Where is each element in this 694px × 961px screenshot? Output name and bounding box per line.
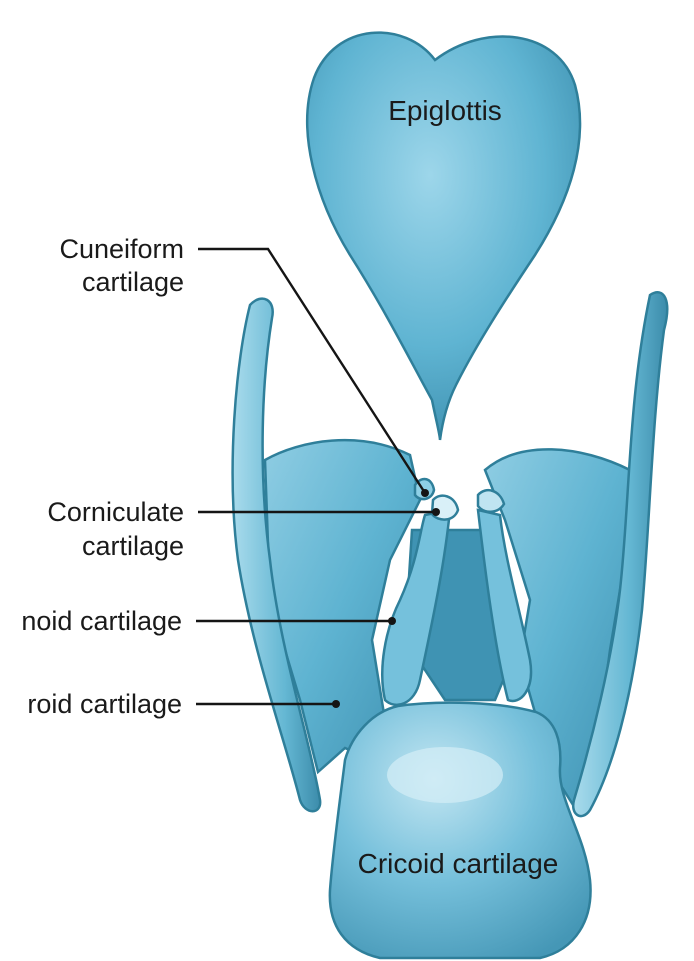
corniculate-label-line2: cartilage: [82, 531, 184, 561]
thyroid-label: roid cartilage: [27, 689, 182, 719]
cuneiform-leader-dot: [421, 489, 429, 497]
thyroid-leader-dot: [332, 700, 340, 708]
epiglottis-label: Epiglottis: [388, 95, 502, 126]
cricoid-highlight: [387, 747, 503, 803]
cricoid-label: Cricoid cartilage: [358, 848, 559, 879]
arytenoid-label: noid cartilage: [21, 606, 182, 636]
epiglottis-shape: [307, 33, 580, 440]
cuneiform-label-line1: Cuneiform: [59, 234, 184, 264]
corniculate-label-line1: Corniculate: [47, 497, 184, 527]
cuneiform-label-line2: cartilage: [82, 267, 184, 297]
corniculate-leader-dot: [432, 508, 440, 516]
arytenoid-leader-dot: [388, 617, 396, 625]
cricoid-cartilage-shape: [330, 703, 591, 958]
